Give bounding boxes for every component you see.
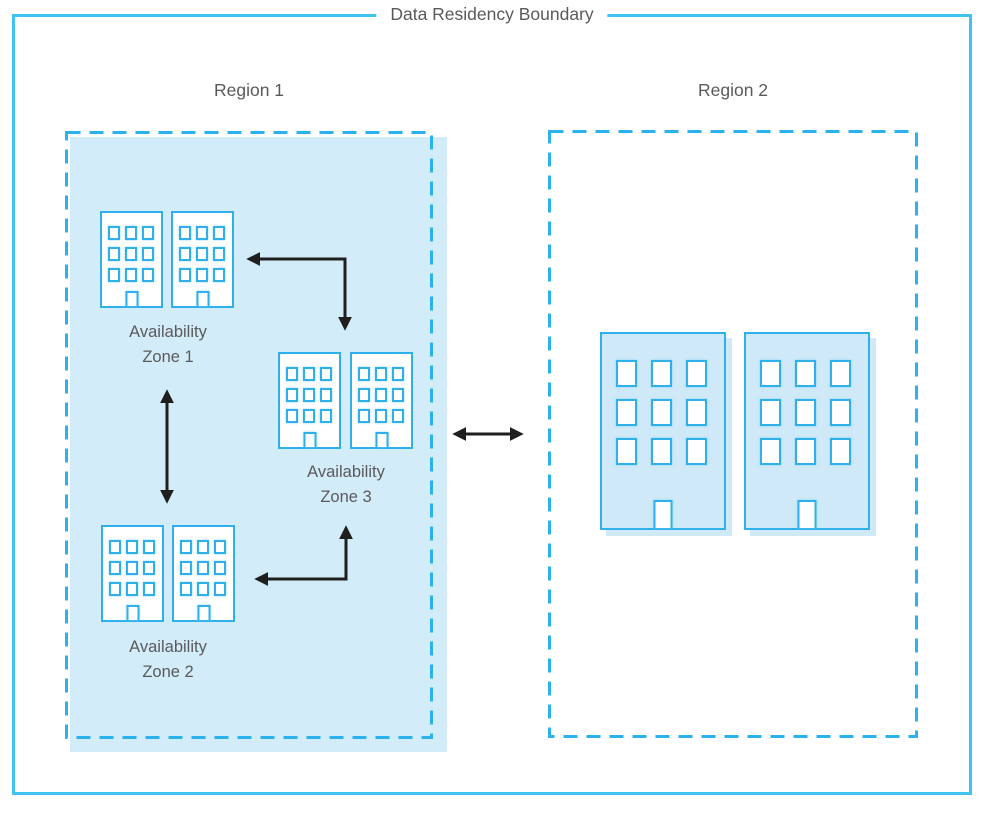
zone-1-label-line1: Availability bbox=[129, 323, 207, 341]
building-windows bbox=[179, 226, 225, 282]
building-door bbox=[126, 605, 139, 620]
building-door bbox=[653, 500, 673, 528]
zone-2-label: Availability Zone 2 bbox=[98, 635, 238, 685]
building-windows bbox=[180, 540, 226, 596]
building-windows bbox=[616, 360, 707, 465]
building-door bbox=[797, 500, 817, 528]
building-windows bbox=[286, 367, 332, 423]
zone-3-label: Availability Zone 3 bbox=[276, 460, 416, 510]
diagram-title: Data Residency Boundary bbox=[376, 4, 608, 25]
building-icon-large bbox=[744, 332, 870, 530]
building-icon bbox=[100, 211, 163, 308]
building-icon bbox=[101, 525, 164, 622]
building-windows bbox=[108, 226, 154, 282]
building-door bbox=[196, 291, 209, 306]
zone-3-label-line2: Zone 3 bbox=[320, 488, 372, 506]
zone-1-label-line2: Zone 1 bbox=[142, 348, 194, 366]
zone-2-label-line2: Zone 2 bbox=[142, 663, 194, 681]
building-icon bbox=[171, 211, 234, 308]
building-windows bbox=[358, 367, 404, 423]
zone-2-label-line1: Availability bbox=[129, 638, 207, 656]
zone-3-label-line1: Availability bbox=[307, 463, 385, 481]
building-door bbox=[125, 291, 138, 306]
region-1-label: Region 1 bbox=[213, 80, 285, 100]
building-icon bbox=[350, 352, 413, 449]
building-icon-large bbox=[600, 332, 726, 530]
zone-1-label: Availability Zone 1 bbox=[98, 320, 238, 370]
building-windows bbox=[109, 540, 155, 596]
building-icon bbox=[172, 525, 235, 622]
building-door bbox=[375, 432, 388, 447]
building-door bbox=[197, 605, 210, 620]
building-windows bbox=[760, 360, 851, 465]
building-icon bbox=[278, 352, 341, 449]
region-2-label: Region 2 bbox=[697, 80, 769, 100]
building-door bbox=[303, 432, 316, 447]
